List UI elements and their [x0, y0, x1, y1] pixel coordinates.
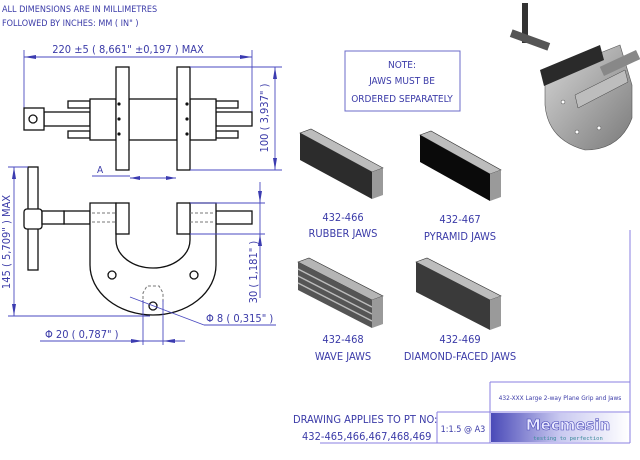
jaw-part-number: 432-466 — [322, 211, 363, 224]
units-note-line1: ALL DIMENSIONS ARE IN MILLIMETRES — [2, 5, 157, 15]
diameter-dimensions: Φ 20 ( 0,787" ) Φ 8 ( 0,315" ) — [40, 296, 276, 345]
width-dimension-label: 220 ±5 ( 8,661" ±0,197 ) MAX — [52, 43, 204, 56]
units-note-line2: FOLLOWED BY INCHES: MM ( IN" ) — [2, 19, 139, 29]
jaw-rubber: 432-466 RUBBER JAWS — [299, 128, 384, 240]
logo-background — [491, 413, 629, 442]
company-tagline: testing to perfection — [533, 436, 603, 442]
jaw-wave: 432-468 WAVE JAWS — [297, 257, 384, 363]
width-dimension: 220 ±5 ( 8,661" ±0,197 ) MAX — [23, 43, 253, 112]
jaw-pyramid: 432-467 PYRAMID JAWS — [419, 130, 502, 243]
jaw-name: PYRAMID JAWS — [424, 230, 496, 243]
applies-part-numbers: 432-465,466,467,468,469 — [302, 430, 431, 443]
front-view — [23, 166, 253, 316]
company-logo: Mecmesin — [526, 416, 611, 434]
jaw-part-number: 432-469 — [439, 333, 480, 346]
jaw-depth-dimension: 30 ( 1,181" ) — [190, 182, 265, 303]
jaw-name: WAVE JAWS — [315, 350, 371, 363]
title-block: 432-XXX Large 2-way Plane Grip and Jaws … — [320, 230, 631, 444]
height-top-label: 100 ( 3,937" ) — [258, 83, 271, 152]
jaw-part-number: 432-468 — [322, 333, 363, 346]
section-label: A — [97, 165, 104, 176]
grip-3d-render — [509, 3, 640, 151]
height-dimension-total: 145 ( 5,709" ) MAX — [0, 166, 150, 317]
right-plate — [176, 66, 191, 171]
note-title: NOTE: — [388, 60, 416, 71]
note-line1: JAWS MUST BE — [368, 76, 435, 87]
drawing-title: 432-XXX Large 2-way Plane Grip and Jaws — [499, 394, 622, 402]
jaw-depth-label: 30 ( 1,181" ) — [247, 241, 260, 304]
note-box: NOTE: JAWS MUST BE ORDERED SEPARATELY — [344, 50, 461, 112]
section-marker: A — [92, 165, 176, 180]
jaw-part-number: 432-467 — [439, 213, 480, 226]
height-total-label: 145 ( 5,709" ) MAX — [0, 195, 13, 289]
height-dimension-top: 100 ( 3,937" ) — [190, 66, 282, 171]
note-line2: ORDERED SEPARATELY — [351, 94, 453, 105]
diameter-small-label: Φ 8 ( 0,315" ) — [206, 312, 273, 325]
applies-label: DRAWING APPLIES TO PT NO: — [293, 413, 437, 426]
left-plate — [115, 66, 130, 171]
jaw-name: RUBBER JAWS — [309, 227, 378, 240]
diameter-large-label: Φ 20 ( 0,787" ) — [45, 328, 119, 341]
c-frame — [89, 202, 217, 316]
jaw-diamond: 432-469 DIAMOND-FACED JAWS — [404, 257, 516, 363]
jaw-name: DIAMOND-FACED JAWS — [404, 350, 516, 363]
scale-label: 1:1.5 @ A3 — [441, 425, 486, 435]
top-view — [23, 66, 253, 171]
